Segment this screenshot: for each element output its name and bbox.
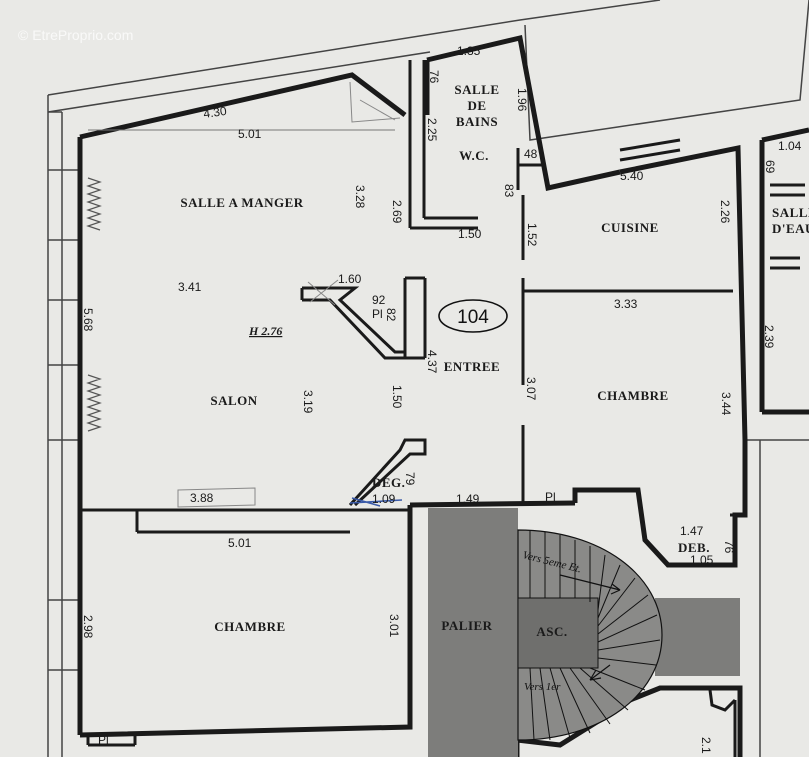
dimension-label: 1.04 (778, 139, 802, 153)
dimension-label: 5.40 (620, 169, 644, 183)
room-label-deb: DEB. (678, 540, 710, 555)
dimension-label: 5.68 (81, 308, 95, 332)
dimension-label: 1.09 (372, 492, 396, 506)
room-label-asc: ASC. (536, 624, 567, 639)
palier-floor (428, 508, 518, 757)
dimension-label: 1.47 (680, 524, 704, 538)
dimension-label: 3.33 (614, 297, 638, 311)
stair-treads (529, 531, 661, 741)
room-label-chambre-2: CHAMBRE (597, 388, 668, 403)
watermark: © EtreProprio.com (18, 27, 133, 43)
pl-label-2: Pl (98, 733, 109, 747)
stair-landing-right (655, 598, 740, 676)
dimension-label: 1.96 (515, 88, 529, 112)
dimensions-vertical: 3.28 2.69 2.25 76 1.96 83 1.52 2.26 69 2… (81, 70, 777, 754)
dimension-label: 79 (403, 472, 417, 486)
dimension-label: 1.60 (338, 272, 362, 286)
dimension-label: 1.50 (458, 227, 482, 241)
dimension-label: 3.01 (387, 614, 401, 638)
room-label-salon: SALON (210, 393, 257, 408)
dimension-label: 2.25 (425, 118, 439, 142)
pl-label-3: Pl (545, 490, 556, 504)
room-label-salle-deau-2: D'EAU (772, 221, 809, 236)
room-label-salle-a-manger: SALLE A MANGER (180, 195, 303, 210)
dimension-label: 4.37 (425, 350, 439, 374)
stair-up-arrow-icon (559, 574, 621, 595)
dimension-label: 3.41 (178, 280, 202, 294)
room-labels: SALLE A MANGER SALON CHAMBRE CHAMBRE CUI… (98, 82, 809, 747)
exterior-outline (47, 0, 809, 757)
walls (77, 34, 809, 757)
pl-label-1: Pl (372, 307, 383, 321)
stair-down-label: Vers 1er (524, 681, 561, 693)
room-label-cuisine: CUISINE (601, 220, 659, 235)
dimension-label: 2.1 (699, 737, 713, 754)
plan-number-badge (438, 299, 508, 333)
dimension-label: 2.98 (81, 615, 95, 639)
dimension-label: 1.35 (457, 44, 481, 58)
room-label-salle-deau-1: SALLE (772, 205, 809, 220)
dimensions-horizontal: 4.30 5.01 1.35 1.50 48 5.40 1.04 3.41 1.… (178, 44, 802, 567)
radiator-icon (86, 177, 102, 432)
dimension-label: 1.52 (525, 223, 539, 247)
dimension-label: 3.28 (353, 185, 367, 209)
dimension-label: 5.01 (228, 536, 252, 550)
room-label-deg: DEG. (372, 475, 405, 490)
room-label-palier: PALIER (441, 618, 492, 633)
dimension-label: 76 (722, 540, 736, 554)
dimension-label: 83 (502, 184, 516, 198)
dimension-label: 48 (524, 147, 538, 161)
dimension-label: 76 (427, 70, 441, 84)
dimension-label: 2.39 (762, 325, 776, 349)
dimension-label: 82 (384, 308, 398, 322)
room-label-chambre-1: CHAMBRE (214, 619, 285, 634)
dimension-label: 92 (372, 293, 386, 307)
dimension-label: 1.49 (456, 492, 480, 506)
room-label-salle-de-bains-2: DE (467, 98, 486, 113)
elevator-shaft (517, 597, 599, 669)
stair-down-arrow-icon (589, 664, 611, 681)
dimension-label: 1.05 (690, 553, 714, 567)
dimension-label: 3.19 (301, 390, 315, 414)
blue-ink-mark (349, 497, 403, 507)
pencil-sketch-marks (177, 81, 401, 508)
plan-number: 104 (457, 307, 489, 328)
dimension-label: 1.50 (390, 385, 404, 409)
dimension-label: 3.88 (190, 491, 214, 505)
room-label-entree: ENTREE (444, 359, 500, 374)
dimension-label: 2.26 (718, 200, 732, 224)
room-label-wc: W.C. (459, 148, 489, 163)
dimension-label: 2.69 (390, 200, 404, 224)
room-label-salle-de-bains-3: BAINS (456, 114, 498, 129)
dimension-label: 4.30 (202, 104, 227, 121)
dimension-label: 5.01 (238, 127, 262, 141)
dimension-label: 3.44 (719, 392, 733, 416)
room-label-salle-de-bains-1: SALLE (454, 82, 499, 97)
dimension-label: 69 (763, 160, 777, 174)
dimension-label: 3.07 (524, 377, 538, 401)
partitions (80, 60, 805, 757)
stairwell (428, 508, 740, 757)
ceiling-height-label: H 2.76 (248, 324, 282, 338)
